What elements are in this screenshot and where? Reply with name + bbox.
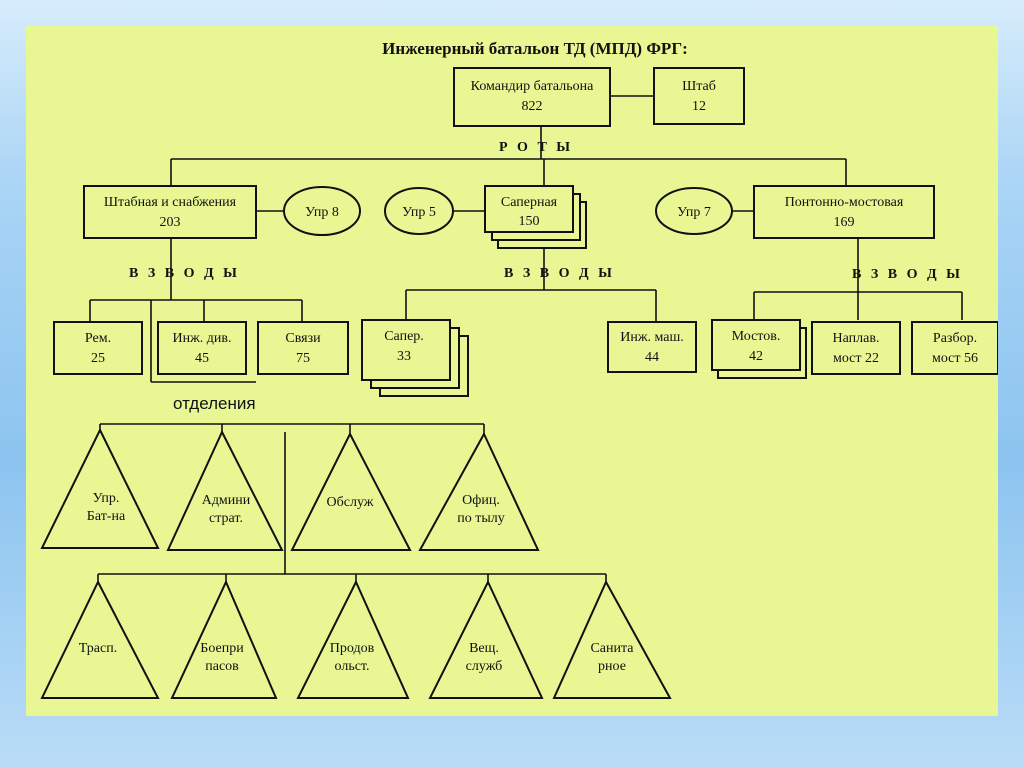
svg-text:Админи: Админи bbox=[202, 493, 251, 508]
section-triangle: Вещ. служб bbox=[428, 579, 544, 699]
svg-text:25: 25 bbox=[91, 351, 105, 366]
connector-lines bbox=[89, 95, 963, 582]
company-count: 150 bbox=[519, 214, 540, 229]
section-triangle: Боепри пасов bbox=[170, 579, 278, 699]
svg-text:рное: рное bbox=[598, 659, 626, 674]
svg-text:Связи: Связи bbox=[285, 331, 321, 346]
svg-text:мост 56: мост 56 bbox=[932, 351, 978, 366]
svg-text:Вещ.: Вещ. bbox=[469, 641, 499, 656]
platoon-box-stacked: Мостов. 42 bbox=[711, 319, 807, 379]
svg-text:служб: служб bbox=[466, 659, 503, 674]
svg-text:Трасп.: Трасп. bbox=[79, 641, 117, 656]
company-sapper: Саперная 150 bbox=[484, 185, 587, 249]
company-pontoon-bridge: Понтонно-мостовая 169 bbox=[753, 185, 935, 239]
company-count: 203 bbox=[160, 215, 181, 230]
svg-text:ольст.: ольст. bbox=[335, 659, 370, 674]
svg-text:пасов: пасов bbox=[205, 659, 239, 674]
section-triangle: Продов ольст. bbox=[296, 579, 410, 699]
svg-text:Бат-на: Бат-на bbox=[87, 509, 126, 524]
svg-text:Мостов.: Мостов. bbox=[732, 329, 781, 344]
svg-text:Офиц.: Офиц. bbox=[462, 493, 500, 508]
svg-text:Инж. див.: Инж. див. bbox=[172, 331, 231, 346]
company-name: Саперная bbox=[501, 195, 558, 210]
staff-count: 12 bbox=[692, 99, 706, 114]
svg-text:33: 33 bbox=[397, 349, 411, 364]
svg-text:страт.: страт. bbox=[209, 511, 243, 526]
commander-name: Командир батальона bbox=[471, 79, 594, 94]
staff-box: Штаб 12 bbox=[653, 67, 745, 125]
svg-text:Разбор.: Разбор. bbox=[933, 331, 977, 346]
staff-name: Штаб bbox=[682, 79, 716, 94]
svg-text:45: 45 bbox=[195, 351, 209, 366]
header-otdeleniya: отделения bbox=[173, 394, 256, 413]
svg-text:75: 75 bbox=[296, 351, 310, 366]
header-vzvody-left: В З В О Д Ы bbox=[129, 266, 240, 281]
header-vzvody-mid: В З В О Д Ы bbox=[504, 266, 615, 281]
svg-text:Санита: Санита bbox=[590, 641, 634, 656]
section-triangle: Упр. Бат-на bbox=[40, 427, 160, 549]
company-name: Штабная и снабжения bbox=[104, 195, 237, 210]
mgmt-ellipse: Упр 5 bbox=[384, 187, 454, 235]
company-count: 169 bbox=[834, 215, 855, 230]
diagram-title: Инженерный батальон ТД (МПД) ФРГ: bbox=[382, 39, 688, 58]
svg-text:Рем.: Рем. bbox=[85, 331, 111, 346]
company-hq-supply: Штабная и снабжения 203 bbox=[83, 185, 257, 239]
section-triangle: Санита рное bbox=[552, 579, 672, 699]
svg-text:мост 22: мост 22 bbox=[833, 351, 879, 366]
svg-text:Упр 7: Упр 7 bbox=[677, 205, 711, 220]
svg-text:44: 44 bbox=[645, 350, 659, 365]
section-triangle: Админи страт. bbox=[166, 429, 284, 551]
section-triangle: Трасп. bbox=[40, 579, 160, 699]
svg-text:Упр.: Упр. bbox=[93, 491, 120, 506]
company-name: Понтонно-мостовая bbox=[785, 195, 904, 210]
mgmt-ellipse: Упр 7 bbox=[655, 187, 733, 235]
org-chart: Инженерный батальон ТД (МПД) ФРГ: bbox=[40, 39, 998, 699]
platoon-box: Инж. див. 45 bbox=[157, 321, 247, 375]
header-roty: Р О Т Ы bbox=[499, 140, 573, 155]
header-vzvody-right: В З В О Д Ы bbox=[852, 267, 963, 282]
platoon-box: Наплав. мост 22 bbox=[811, 321, 901, 375]
svg-text:Обслуж: Обслуж bbox=[327, 495, 374, 510]
svg-text:по тылу: по тылу bbox=[457, 511, 505, 526]
svg-text:Сапер.: Сапер. bbox=[384, 329, 424, 344]
platoon-box: Разбор. мост 56 bbox=[911, 321, 998, 375]
svg-text:Упр 5: Упр 5 bbox=[402, 205, 436, 220]
platoon-box-stacked: Сапер. 33 bbox=[361, 319, 469, 397]
platoon-box: Рем. 25 bbox=[53, 321, 143, 375]
commander-count: 822 bbox=[522, 99, 543, 114]
svg-text:Упр 8: Упр 8 bbox=[305, 205, 339, 220]
slide: Инженерный батальон ТД (МПД) ФРГ: bbox=[26, 26, 998, 716]
mgmt-ellipse: Упр 8 bbox=[283, 186, 361, 236]
commander-box: Командир батальона 822 bbox=[453, 67, 611, 127]
svg-text:Продов: Продов bbox=[330, 641, 375, 656]
platoon-box: Связи 75 bbox=[257, 321, 349, 375]
svg-text:42: 42 bbox=[749, 349, 763, 364]
svg-text:Наплав.: Наплав. bbox=[833, 331, 880, 346]
platoon-box: Инж. маш. 44 bbox=[607, 321, 697, 373]
svg-text:Боепри: Боепри bbox=[200, 641, 244, 656]
section-triangle: Офиц. по тылу bbox=[418, 431, 540, 551]
svg-text:Инж. маш.: Инж. маш. bbox=[620, 330, 684, 345]
section-triangle: Обслуж bbox=[290, 431, 412, 551]
